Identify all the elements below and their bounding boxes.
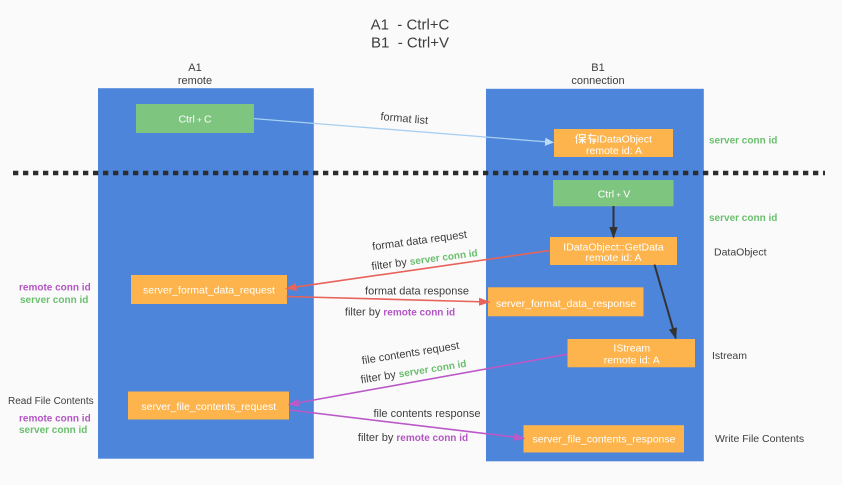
svg-text:A1 - Ctrl+C: A1 - Ctrl+C: [371, 17, 450, 34]
svg-text:format data request: format data request: [372, 229, 468, 253]
svg-text:remote conn id: remote conn id: [19, 414, 91, 425]
svg-text:remote id: A: remote id: A: [586, 145, 642, 157]
svg-text:Ctrl + V: Ctrl + V: [598, 189, 630, 201]
svg-text:Ctrl + C: Ctrl + C: [178, 114, 211, 126]
svg-text:server conn id: server conn id: [20, 295, 88, 306]
svg-text:server_file_contents_request: server_file_contents_request: [141, 401, 276, 413]
svg-text:filter by remote conn id: filter by remote conn id: [345, 307, 455, 319]
svg-text:B1 - Ctrl+V: B1 - Ctrl+V: [371, 35, 449, 52]
svg-text:B1: B1: [591, 62, 604, 74]
svg-text:server conn id: server conn id: [709, 136, 777, 147]
svg-text:file contents response: file contents response: [373, 408, 480, 420]
svg-text:IStream: IStream: [613, 343, 650, 355]
svg-text:format list: format list: [380, 111, 429, 127]
svg-text:server_format_data_response: server_format_data_response: [496, 298, 636, 310]
svg-text:Read File Contents: Read File Contents: [8, 396, 94, 407]
svg-text:IDataObject::GetData: IDataObject::GetData: [563, 242, 664, 254]
svg-text:IDataObject: IDataObject: [597, 134, 653, 146]
svg-text:Write File Contents: Write File Contents: [715, 433, 804, 445]
svg-text:server conn id: server conn id: [19, 425, 87, 436]
svg-text:remote id: A: remote id: A: [604, 355, 660, 367]
svg-text:Istream: Istream: [712, 350, 747, 362]
svg-text:connection: connection: [571, 75, 624, 87]
svg-text:remote: remote: [178, 75, 212, 87]
svg-text:filter by remote conn id: filter by remote conn id: [358, 432, 468, 444]
svg-text:format data response: format data response: [365, 286, 469, 298]
svg-text:A1: A1: [188, 62, 201, 74]
svg-text:remote conn id: remote conn id: [19, 283, 91, 294]
svg-text:remote id: A: remote id: A: [585, 252, 641, 264]
svg-text:server_format_data_request: server_format_data_request: [143, 285, 275, 297]
svg-text:server_file_contents_response: server_file_contents_response: [532, 434, 675, 446]
svg-text:server conn id: server conn id: [709, 213, 777, 224]
svg-text:DataObject: DataObject: [714, 247, 767, 259]
